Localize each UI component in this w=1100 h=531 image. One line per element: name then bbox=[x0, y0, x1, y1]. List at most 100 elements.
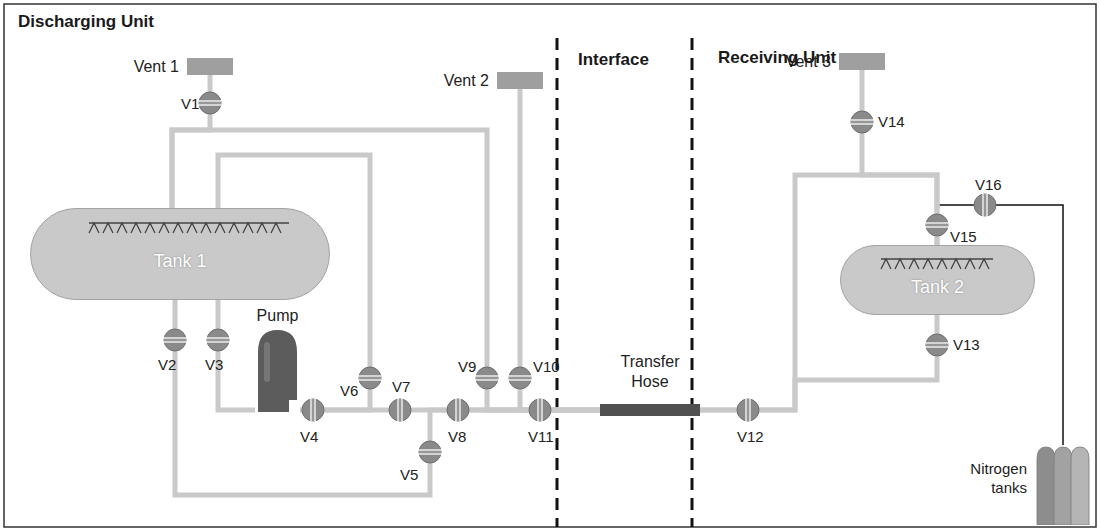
node-label: Pump bbox=[257, 307, 299, 325]
section-heading: Receiving Unit bbox=[718, 48, 836, 68]
valve-gate bbox=[164, 337, 186, 343]
valve-symbol bbox=[926, 214, 948, 236]
valve-symbol bbox=[509, 367, 531, 389]
boundary-dash bbox=[691, 38, 694, 527]
pump-symbol bbox=[255, 330, 300, 412]
valve-label: V6 bbox=[340, 382, 358, 399]
valve-label: V1 bbox=[181, 95, 199, 112]
valve-body bbox=[529, 399, 551, 421]
boundary-dash bbox=[556, 38, 559, 527]
section-heading: Interface bbox=[578, 50, 649, 70]
valve-body bbox=[851, 111, 873, 133]
gas-cylinder bbox=[1071, 447, 1089, 525]
section-heading: Discharging Unit bbox=[18, 12, 154, 32]
valve-symbol bbox=[737, 399, 759, 421]
valve-gate bbox=[926, 222, 948, 228]
valve-label: V16 bbox=[975, 176, 1002, 193]
valve-label: V5 bbox=[400, 466, 418, 483]
valve-label: V11 bbox=[528, 428, 554, 445]
valve-label: V15 bbox=[950, 228, 977, 245]
valve-gate-line bbox=[359, 378, 381, 379]
valve-label: V4 bbox=[300, 428, 318, 445]
valve-symbol bbox=[926, 334, 948, 356]
vent-box: Vent 1 bbox=[187, 58, 233, 75]
page-frame bbox=[4, 4, 1096, 527]
valve-gate-line bbox=[851, 122, 873, 123]
valve-body bbox=[419, 441, 441, 463]
valve-gate-line bbox=[207, 340, 229, 341]
valve-gate-line bbox=[926, 225, 948, 226]
vent-box: Vent 2 bbox=[497, 72, 543, 89]
valve-gate-line bbox=[509, 378, 531, 379]
tank: Tank 2 bbox=[840, 245, 1035, 315]
valve-gate-line bbox=[400, 399, 401, 421]
valve-body bbox=[926, 334, 948, 356]
valve-body bbox=[737, 399, 759, 421]
valve-body bbox=[447, 399, 469, 421]
node-label: Transfer Hose bbox=[605, 352, 695, 392]
valve-gate-line bbox=[926, 345, 948, 346]
valve-gate-line bbox=[313, 399, 314, 421]
valve-label: V14 bbox=[878, 113, 905, 130]
valve-gate bbox=[926, 342, 948, 348]
valve-gate-line bbox=[458, 399, 459, 421]
valve-gate bbox=[476, 375, 498, 381]
valve-body bbox=[302, 399, 324, 421]
node-label: Tank 1 bbox=[153, 251, 206, 272]
spray-bar bbox=[89, 223, 289, 233]
valve-symbol bbox=[302, 399, 324, 421]
valve-gate-line bbox=[985, 194, 986, 216]
valve-gate-line bbox=[748, 399, 749, 421]
valve-gate-line bbox=[540, 399, 541, 421]
valve-label: V9 bbox=[458, 358, 476, 375]
valve-label: V7 bbox=[392, 378, 410, 395]
valve-symbol bbox=[207, 329, 229, 351]
node-label: Tank 2 bbox=[911, 277, 964, 298]
valve-body bbox=[509, 367, 531, 389]
valve-symbol bbox=[476, 367, 498, 389]
valve-body bbox=[974, 194, 996, 216]
valve-label: V10 bbox=[533, 358, 560, 375]
valve-symbol bbox=[447, 399, 469, 421]
pump: Pump bbox=[255, 330, 300, 412]
valve-label: V12 bbox=[737, 428, 764, 445]
valve-body bbox=[476, 367, 498, 389]
valve-gate-line bbox=[419, 452, 441, 453]
valve-symbol bbox=[389, 399, 411, 421]
valve-gate bbox=[851, 119, 873, 125]
valve-gate-line bbox=[199, 103, 221, 104]
valve-body bbox=[164, 329, 186, 351]
valve-gate-line bbox=[476, 378, 498, 379]
valve-gate bbox=[455, 399, 461, 421]
valve-gate bbox=[199, 100, 221, 106]
valve-symbol bbox=[529, 399, 551, 421]
valve-body bbox=[199, 92, 221, 114]
pipe bbox=[862, 70, 937, 245]
valve-gate-line bbox=[164, 340, 186, 341]
valve-gate bbox=[982, 194, 988, 216]
valve-symbol bbox=[419, 441, 441, 463]
valve-body bbox=[926, 214, 948, 236]
gas-cylinder bbox=[1054, 447, 1072, 525]
valve-label: V3 bbox=[205, 356, 223, 373]
spray-bar bbox=[881, 259, 993, 269]
valve-gate bbox=[745, 399, 751, 421]
valve-gate bbox=[397, 399, 403, 421]
valve-body bbox=[389, 399, 411, 421]
valve-gate bbox=[207, 337, 229, 343]
valve-symbol bbox=[164, 329, 186, 351]
valve-symbol bbox=[974, 194, 996, 216]
node-label: Nitrogen tanks bbox=[955, 459, 1027, 497]
pipe bbox=[700, 315, 937, 410]
vent-box: Vent 3 bbox=[839, 53, 885, 70]
valve-body bbox=[207, 329, 229, 351]
pipe bbox=[520, 89, 600, 410]
nitrogen-tanks: Nitrogen tanks bbox=[1035, 445, 1090, 525]
tank: Tank 1 bbox=[30, 208, 330, 300]
valve-label: V13 bbox=[953, 336, 980, 353]
gas-cylinders bbox=[1035, 445, 1090, 525]
valve-symbol bbox=[199, 92, 221, 114]
valve-symbol bbox=[851, 111, 873, 133]
valve-label: V2 bbox=[158, 356, 176, 373]
valve-body bbox=[359, 367, 381, 389]
